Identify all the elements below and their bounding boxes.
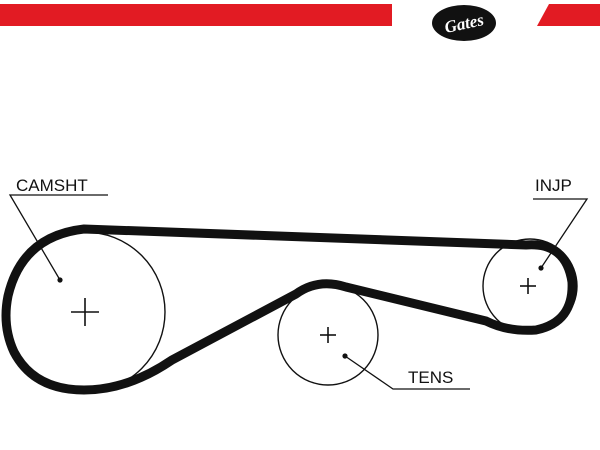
tensioner-label: TENS [408,368,453,387]
camshaft-leader-line [8,194,108,281]
injection-pump-leader-line [533,198,589,269]
injection-pump-leader-dot [538,265,544,271]
tensioner-center-mark [320,327,336,343]
leader-lines [8,194,589,390]
timing-belt-path [1,224,577,395]
camshaft-center-mark [71,298,99,326]
injection-pump-center-mark [520,278,536,294]
camshaft-leader-dot [57,277,63,283]
gates-logo-badge [432,5,496,41]
injection-pump-label: INJP [535,176,572,195]
component-labels: CAMSHT INJP TENS [16,176,572,387]
camshaft-label: CAMSHT [16,176,88,195]
timing-belt [1,224,577,395]
header-stripe-left [0,4,392,26]
header-stripe-right [537,4,600,26]
tensioner-leader-dot [342,353,348,359]
tensioner-leader-line [344,355,470,390]
center-marks [71,278,536,343]
gates-logo: Gates [432,5,496,41]
header-bar: Gates [0,4,600,41]
